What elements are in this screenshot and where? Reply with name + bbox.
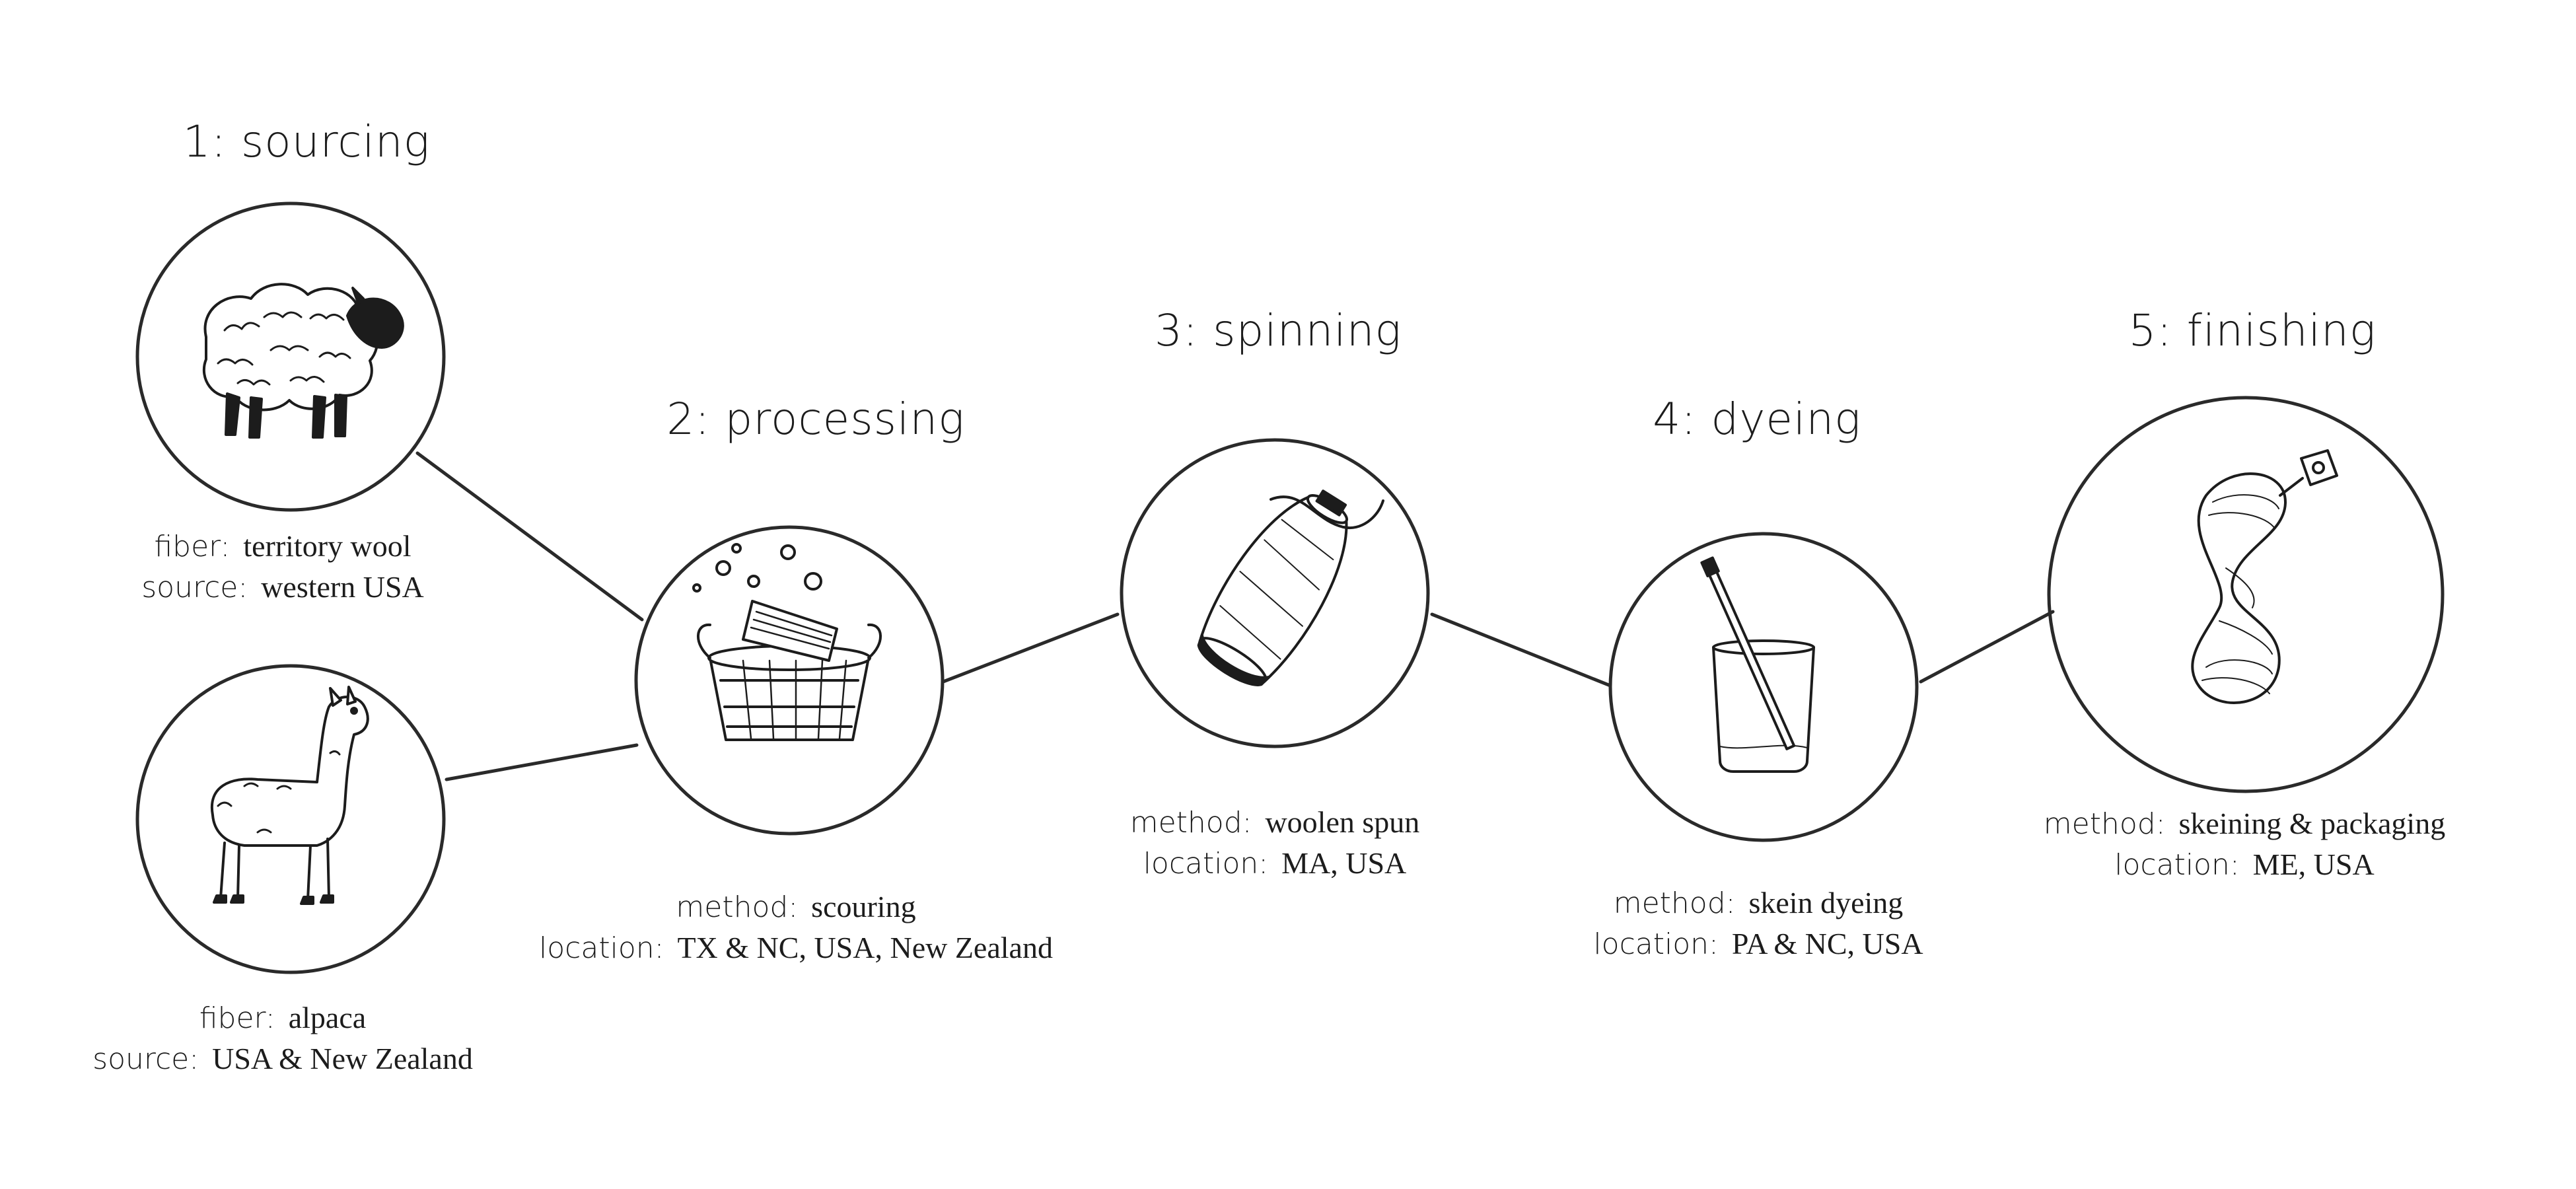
fiber-value: alpaca: [288, 1001, 367, 1034]
circle-dyeing: [1608, 532, 1919, 842]
info-spinning: method: woolen spun location: MA, USA: [1130, 802, 1420, 884]
stage-heading-dyeing: 4: dyeing: [1653, 394, 1861, 445]
yarn-cone-icon: [1197, 489, 1384, 686]
location-value: PA & NC, USA: [1731, 927, 1923, 960]
info-alpaca: fiber: alpaca source: USA & New Zealand: [92, 997, 473, 1079]
info-wool: fiber: territory wool source: western USA: [141, 526, 424, 608]
fiber-label: fiber:: [199, 1001, 275, 1035]
circle-alpaca: [135, 664, 446, 974]
source-value: USA & New Zealand: [212, 1042, 473, 1075]
method-value: skeining & packaging: [2178, 807, 2446, 840]
location-value: TX & NC, USA, New Zealand: [677, 931, 1053, 964]
connector-processing-spinning: [941, 612, 1120, 684]
method-value: skein dyeing: [1748, 886, 1904, 919]
location-value: ME, USA: [2252, 847, 2375, 881]
method-value: woolen spun: [1265, 805, 1420, 839]
washtub-icon: [692, 543, 882, 741]
method-value: scouring: [811, 890, 916, 923]
source-label: source:: [141, 571, 248, 604]
location-label: location:: [1593, 927, 1719, 961]
connector-sheep-processing: [415, 451, 644, 622]
method-label: method:: [2043, 807, 2166, 841]
yarn-skein-icon: [2191, 449, 2338, 704]
source-value: western USA: [261, 570, 424, 604]
fiber-value: territory wool: [243, 529, 411, 563]
circle-sheep: [135, 201, 446, 512]
stage-heading-finishing: 5: finishing: [2128, 305, 2377, 356]
info-processing: method: scouring location: TX & NC, USA, N…: [539, 886, 1053, 968]
source-label: source:: [92, 1042, 199, 1076]
fiber-label: fiber:: [154, 530, 231, 563]
connector-spinning-dyeing: [1430, 612, 1612, 688]
info-finishing: method: skeining & packaging location: ME,…: [2044, 803, 2445, 885]
location-value: MA, USA: [1281, 846, 1407, 880]
stage-heading-sourcing: 1: sourcing: [182, 116, 431, 167]
circle-spinning: [1120, 438, 1430, 748]
info-dyeing: method: skein dyeing location: PA & NC, US…: [1593, 883, 1923, 964]
method-label: method:: [1129, 806, 1252, 840]
method-label: method:: [676, 890, 799, 924]
dye-beaker-icon: [1700, 556, 1815, 773]
method-label: method:: [1613, 886, 1736, 920]
sheep-icon: [202, 283, 404, 439]
circle-finishing: [2047, 396, 2445, 793]
connector-alpaca-processing: [445, 743, 639, 781]
location-label: location:: [539, 931, 664, 965]
alpaca-icon: [210, 686, 369, 905]
connector-dyeing-finishing: [1919, 610, 2055, 684]
circle-processing: [634, 525, 945, 836]
location-label: location:: [2114, 848, 2240, 882]
stage-heading-spinning: 3: spinning: [1154, 305, 1402, 356]
stage-heading-processing: 2: processing: [666, 394, 965, 445]
location-label: location:: [1143, 847, 1269, 881]
